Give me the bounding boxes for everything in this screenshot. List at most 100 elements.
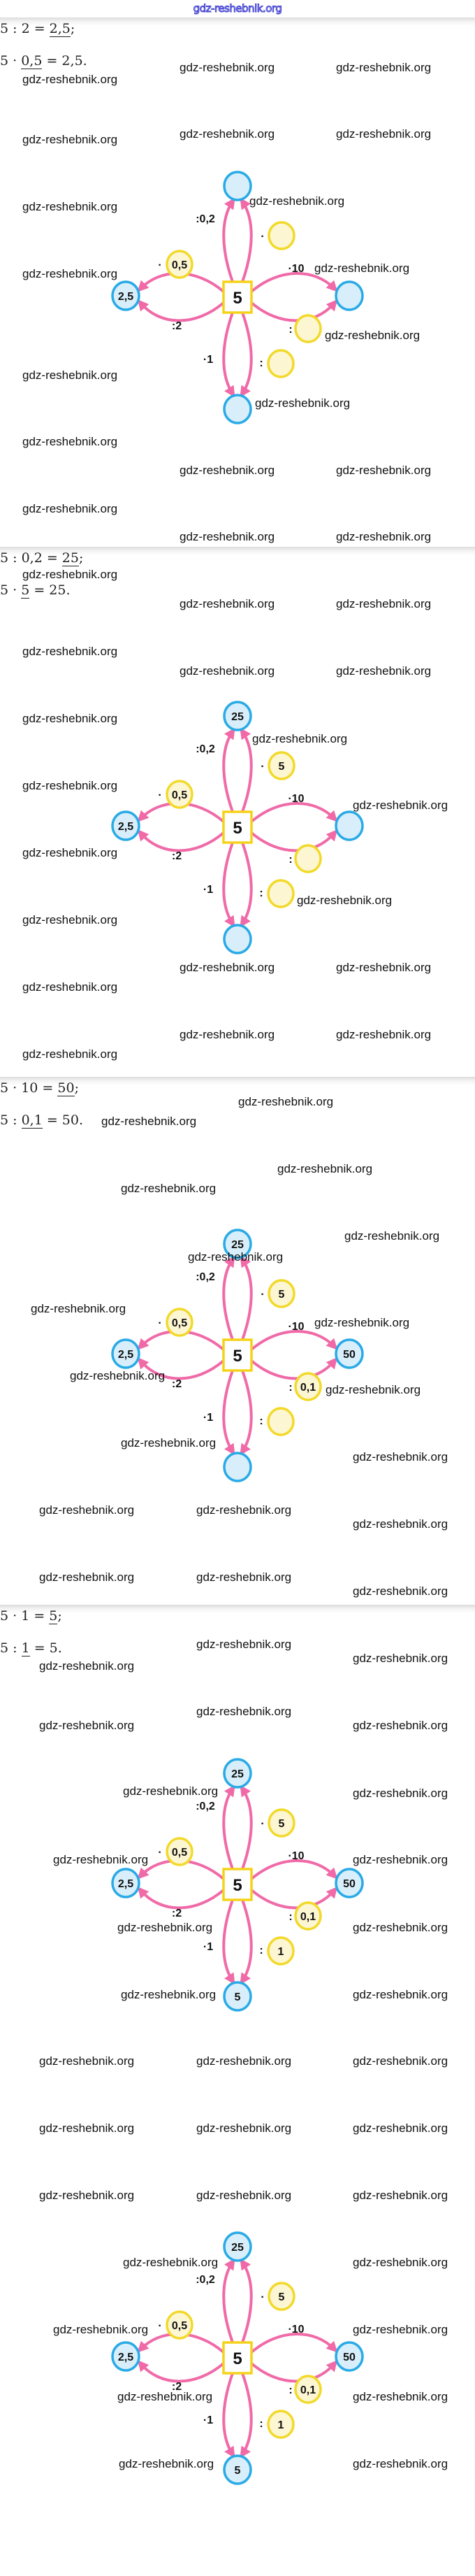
arrow-arc <box>240 197 253 282</box>
circle-value: 5 <box>235 2465 241 2477</box>
watermark-text: gdz-reshebnik.org <box>336 464 432 477</box>
watermark-text: gdz-reshebnik.org <box>353 1450 448 1464</box>
equation-answer: 1 <box>21 1640 30 1656</box>
center-number-box: 5 <box>222 1868 253 1901</box>
watermark-text: gdz-reshebnik.org <box>336 597 432 610</box>
operation-label-right-top: ·10 <box>288 1850 304 1862</box>
watermark-text: gdz-reshebnik.org <box>53 2323 149 2336</box>
result-circle-right: 50 <box>335 2341 364 2372</box>
equation-left: 5 · 1 = <box>0 1608 50 1624</box>
equation-right: ; <box>70 21 75 36</box>
watermark-text: gdz-reshebnik.org <box>22 645 118 658</box>
equation-line: 5 · 10 = 50; <box>0 1080 79 1096</box>
watermark-text: gdz-reshebnik.org <box>121 1988 217 2001</box>
operation-label-left-bottom: :2 <box>172 1908 182 1919</box>
watermark-text: gdz-reshebnik.org <box>22 73 118 86</box>
watermark-text: gdz-reshebnik.org <box>22 435 118 448</box>
center-number: 5 <box>233 1876 242 1895</box>
equation-left: 5 : <box>0 1112 22 1128</box>
operation-label-bottom-right: : <box>259 1945 263 1956</box>
watermark-text: gdz-reshebnik.org <box>70 1369 166 1382</box>
watermark-text: gdz-reshebnik.org <box>123 2256 219 2269</box>
watermark-text: gdz-reshebnik.org <box>180 1028 275 1041</box>
result-circle-top: 25 <box>223 2231 252 2262</box>
watermark-text: gdz-reshebnik.org <box>22 846 118 859</box>
result-circle-right <box>335 810 364 841</box>
watermark-text: gdz-reshebnik.org <box>22 568 118 581</box>
circle-value: 0,5 <box>172 1847 187 1859</box>
watermark-text: gdz-reshebnik.org <box>353 2121 448 2135</box>
circle-value: 25 <box>231 1239 244 1251</box>
equation-left: 5 · <box>0 53 22 69</box>
circle-value: 50 <box>343 1349 356 1361</box>
operation-label-bottom-left: ·1 <box>203 354 213 366</box>
operation-label-top-left: :0,2 <box>196 213 215 225</box>
watermark-text: gdz-reshebnik.org <box>39 2189 135 2202</box>
section-divider <box>0 1077 475 1085</box>
watermark-text: gdz-reshebnik.org <box>39 1719 135 1732</box>
operation-label-left-top: · <box>158 2320 161 2332</box>
site-logo-text[interactable]: gdz-reshebnik.org <box>193 2 282 15</box>
operand-circle-top-yellow <box>268 221 295 250</box>
section-divider <box>0 1605 475 1613</box>
watermark-text: gdz-reshebnik.org <box>336 664 432 678</box>
circle-value: 1 <box>278 1946 284 1958</box>
equation-line: 5 : 2 = 2,5; <box>0 21 75 37</box>
equation-line: 5 · 1 = 5; <box>0 1608 62 1624</box>
operation-label-right-bottom: : <box>288 324 292 336</box>
equation-left: 5 · 10 = <box>0 1080 58 1096</box>
arrow-arc <box>137 1887 225 1910</box>
watermark-text: gdz-reshebnik.org <box>22 712 118 725</box>
watermark-text: gdz-reshebnik.org <box>180 597 275 610</box>
circle-value: 0,1 <box>300 1382 316 1394</box>
equation-line: 5 : 0,2 = 25; <box>0 550 83 566</box>
operand-circle-left-yellow: 0,5 <box>166 1837 193 1866</box>
result-circle-left: 2,5 <box>111 1868 140 1898</box>
watermark-text: gdz-reshebnik.org <box>101 1115 197 1128</box>
arrow-arc <box>250 2360 338 2383</box>
circle-value: 0,1 <box>300 2384 316 2396</box>
circle-value: 0,5 <box>172 1317 187 1329</box>
equation-answer: 5 <box>49 1608 58 1624</box>
circle-value: 2,5 <box>118 1349 133 1361</box>
equation-answer: 0,1 <box>21 1112 43 1129</box>
result-circle-left: 2,5 <box>111 810 140 841</box>
operation-label-left-bottom: :2 <box>172 850 182 862</box>
watermark-text: gdz-reshebnik.org <box>22 1047 118 1061</box>
watermark-text: gdz-reshebnik.org <box>353 2256 448 2269</box>
center-number: 5 <box>233 819 242 838</box>
circle-value: 0,1 <box>300 1911 316 1923</box>
operation-diagram: 252,550,55:0,2···10:2:·1: <box>111 701 364 954</box>
watermark-text: gdz-reshebnik.org <box>353 2457 448 2470</box>
operand-circle-left-yellow: 0,5 <box>166 2310 193 2340</box>
equation-line: 5 : 1 = 5. <box>0 1640 62 1656</box>
watermark-text: gdz-reshebnik.org <box>121 1436 217 1450</box>
watermark-text: gdz-reshebnik.org <box>22 913 118 926</box>
equation-right: = 2,5. <box>42 53 87 69</box>
circle-value: 50 <box>343 1878 356 1890</box>
operation-label-left-top: · <box>158 259 161 271</box>
arrow-arc <box>240 1784 253 1870</box>
operand-circle-right-yellow <box>294 314 322 343</box>
watermark-text: gdz-reshebnik.org <box>53 1853 149 1866</box>
operation-label-top-left: :0,2 <box>196 2274 215 2286</box>
watermark-text: gdz-reshebnik.org <box>297 894 393 907</box>
watermark-text: gdz-reshebnik.org <box>353 1584 448 1598</box>
equation-answer: 2,5 <box>49 21 71 37</box>
operand-circle-right-yellow: 0,1 <box>294 2375 322 2404</box>
result-circle-right: 50 <box>335 1338 364 1369</box>
watermark-text: gdz-reshebnik.org <box>353 1921 448 1934</box>
watermark-text: gdz-reshebnik.org <box>121 1182 217 1195</box>
site-header: gdz-reshebnik.org <box>0 0 475 17</box>
watermark-text: gdz-reshebnik.org <box>252 732 348 745</box>
arrow-arc <box>250 299 338 322</box>
operand-circle-bottom-yellow <box>267 879 295 908</box>
result-circle-bottom: 5 <box>223 1981 252 2012</box>
operation-label-top-left: :0,2 <box>196 1801 215 1812</box>
watermark-text: gdz-reshebnik.org <box>325 329 421 342</box>
section-divider <box>0 547 475 555</box>
watermark-text: gdz-reshebnik.org <box>353 2054 448 2068</box>
operation-label-bottom-left: ·1 <box>203 1941 213 1953</box>
arrow-arc <box>222 1784 235 1870</box>
result-circle-left: 2,5 <box>111 280 140 311</box>
